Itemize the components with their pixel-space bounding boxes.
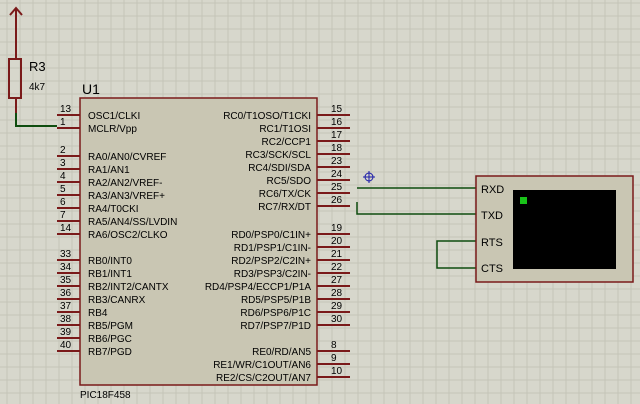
pin-name: MCLR/Vpp: [88, 124, 137, 135]
pin-name: RD6/PSP6/P1C: [240, 308, 311, 319]
pin-number: 23: [331, 156, 343, 167]
pin-name: RC6/TX/CK: [259, 189, 312, 200]
pin-name: RC0/T1OSO/T1CKI: [223, 111, 311, 122]
pin-name: RB7/PGD: [88, 347, 132, 358]
terminal-pin-rxd: RXD: [481, 184, 504, 196]
pin-name: RC3/SCK/SCL: [245, 150, 311, 161]
pin-number: 5: [60, 184, 66, 195]
pin-number: 15: [331, 104, 343, 115]
crosshair-marker-icon: [363, 171, 375, 183]
pin-number: 22: [331, 262, 343, 273]
pin-name: RC2/CCP1: [262, 137, 312, 148]
pin-number: 40: [60, 340, 72, 351]
pin-number: 28: [331, 288, 343, 299]
pin-number: 13: [60, 104, 72, 115]
pin-number: 24: [331, 169, 343, 180]
virtual-terminal[interactable]: RXD TXD RTS CTS: [475, 175, 634, 283]
pin-number: 36: [60, 288, 72, 299]
pin-number: 18: [331, 143, 343, 154]
pin-number: 33: [60, 249, 72, 260]
pin-name: RA6/OSC2/CLKO: [88, 230, 168, 241]
pin-name: RB4: [88, 308, 108, 319]
pin-number: 9: [331, 353, 337, 364]
pin-name: RA3/AN3/VREF+: [88, 191, 165, 202]
pin-number: 14: [60, 223, 72, 234]
pin-number: 37: [60, 301, 72, 312]
pin-name: RD0/PSP0/C1IN+: [231, 230, 311, 241]
pin-number: 6: [60, 197, 66, 208]
terminal-pin-txd: TXD: [481, 210, 503, 222]
pin-name: RA5/AN4/SS/LVDIN: [88, 217, 177, 228]
pin-name: RD1/PSP1/C1IN-: [234, 243, 311, 254]
pin-number: 29: [331, 301, 343, 312]
pin-number: 25: [331, 182, 343, 193]
wire-rts-cts[interactable]: [436, 240, 476, 269]
pin-name: RA4/T0CKI: [88, 204, 139, 215]
pin-number: 2: [60, 145, 66, 156]
pin-number: 1: [60, 117, 66, 128]
pin-number: 3: [60, 158, 66, 169]
resistor-ref: R3: [29, 59, 46, 74]
pin-name: OSC1/CLKI: [88, 111, 140, 122]
pin-name: RB5/PGM: [88, 321, 133, 332]
power-terminal[interactable]: [9, 6, 23, 38]
pin-name: RC1/T1OSI: [259, 124, 311, 135]
pin-name: RA1/AN1: [88, 165, 130, 176]
resistor-r3[interactable]: R3 4k7: [8, 38, 46, 113]
pin-name: RB2/INT2/CANTX: [88, 282, 169, 293]
terminal-pin-rts: RTS: [481, 237, 503, 249]
pin-name: RA2/AN2/VREF-: [88, 178, 162, 189]
pin-number: 16: [331, 117, 343, 128]
chip-part: PIC18F458: [80, 390, 131, 401]
pin-name: RE2/CS/C2OUT/AN7: [216, 373, 311, 384]
chip-ref: U1: [82, 81, 100, 97]
pin-name: RC4/SDI/SDA: [248, 163, 311, 174]
pin-number: 21: [331, 249, 343, 260]
pin-name: RB0/INT0: [88, 256, 132, 267]
pin-number: 20: [331, 236, 343, 247]
pin-name: RA0/AN0/CVREF: [88, 152, 166, 163]
pin-name: RD5/PSP5/P1B: [241, 295, 311, 306]
wire-rx[interactable]: [356, 202, 476, 215]
terminal-screen[interactable]: [513, 190, 616, 269]
pin-number: 26: [331, 195, 343, 206]
pin-number: 10: [331, 366, 343, 377]
pin-number: 19: [331, 223, 343, 234]
pin-name: RE1/WR/C1OUT/AN6: [213, 360, 311, 371]
pin-number: 34: [60, 262, 72, 273]
pin-name: RD4/PSP4/ECCP1/P1A: [205, 282, 311, 293]
pin-number: 30: [331, 314, 343, 325]
pin-number: 27: [331, 275, 343, 286]
chip-body[interactable]: [79, 97, 318, 386]
pin-name: RB3/CANRX: [88, 295, 146, 306]
pin-name: RB1/INT1: [88, 269, 132, 280]
pin-number: 8: [331, 340, 337, 351]
pin-number: 4: [60, 171, 66, 182]
pin-number: 35: [60, 275, 72, 286]
pin-name: RD7/PSP7/P1D: [240, 321, 311, 332]
pin-number: 38: [60, 314, 72, 325]
pin-name: RB6/PGC: [88, 334, 132, 345]
pin-name: RC5/SDO: [267, 176, 312, 187]
pin-name: RE0/RD/AN5: [252, 347, 311, 358]
resistor-value: 4k7: [29, 82, 46, 93]
terminal-cursor-icon: [520, 197, 527, 204]
pin-name: RD2/PSP2/C2IN+: [231, 256, 311, 267]
pin-name: RD3/PSP3/C2IN-: [234, 269, 311, 280]
pin-name: RC7/RX/DT: [258, 202, 311, 213]
pin-number: 17: [331, 130, 343, 141]
wire-mclr[interactable]: [15, 113, 57, 127]
pin-number: 39: [60, 327, 72, 338]
pin-number: 7: [60, 210, 66, 221]
terminal-pin-cts: CTS: [481, 263, 503, 275]
